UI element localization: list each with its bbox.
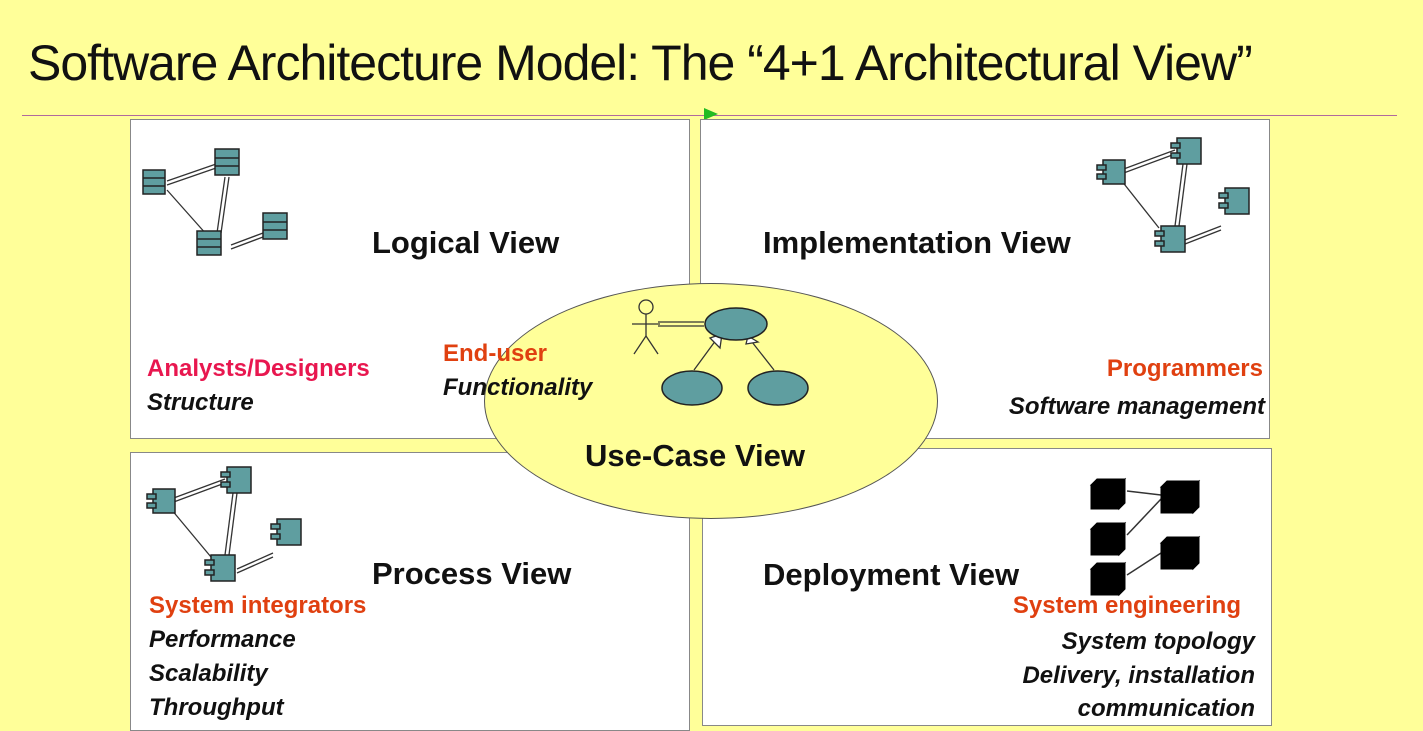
process-view-concern: Performance: [149, 626, 296, 653]
implementation-view-role: Programmers: [1106, 355, 1263, 382]
use-case-view-title: Use-Case View: [585, 438, 805, 473]
implementation-view-title: Implementation View: [763, 225, 1071, 260]
logical-view-title: Logical View: [372, 225, 560, 260]
use-case-view-concern: Functionality: [443, 374, 593, 401]
deployment-view-role: System engineering: [1012, 592, 1241, 619]
implementation-view-concern: Software management: [1008, 393, 1265, 420]
node-diagram-icon: [1089, 477, 1201, 597]
logical-view-concern: Structure: [147, 389, 254, 416]
class-diagram-icon: [142, 148, 288, 256]
slide-title: Software Architecture Model: The “4+1 Ar…: [28, 35, 1253, 91]
use-case-diagram-icon: [632, 299, 809, 406]
process-view-concern: Scalability: [149, 660, 268, 687]
deployment-view-concern: System topology: [1061, 628, 1255, 655]
process-view-title: Process View: [372, 556, 572, 591]
deployment-view-panel: Deployment View System engineering Syste…: [702, 448, 1272, 726]
process-view-concern: Throughput: [149, 694, 284, 721]
green-triangle-marker-icon: [704, 108, 718, 120]
process-view-role: System integrators: [149, 592, 367, 619]
process-diagram-icon: [146, 466, 302, 582]
deployment-view-concern: Delivery, installation: [1022, 662, 1255, 689]
use-case-view-role: End-user: [443, 340, 548, 367]
deployment-view-title: Deployment View: [763, 557, 1020, 592]
deployment-view-concern: communication: [1077, 695, 1255, 722]
logical-view-panel: Logical View Analysts/Designers Structur…: [130, 119, 690, 439]
component-diagram-icon: [1096, 137, 1250, 253]
logical-view-role: Analysts/Designers: [147, 355, 370, 382]
